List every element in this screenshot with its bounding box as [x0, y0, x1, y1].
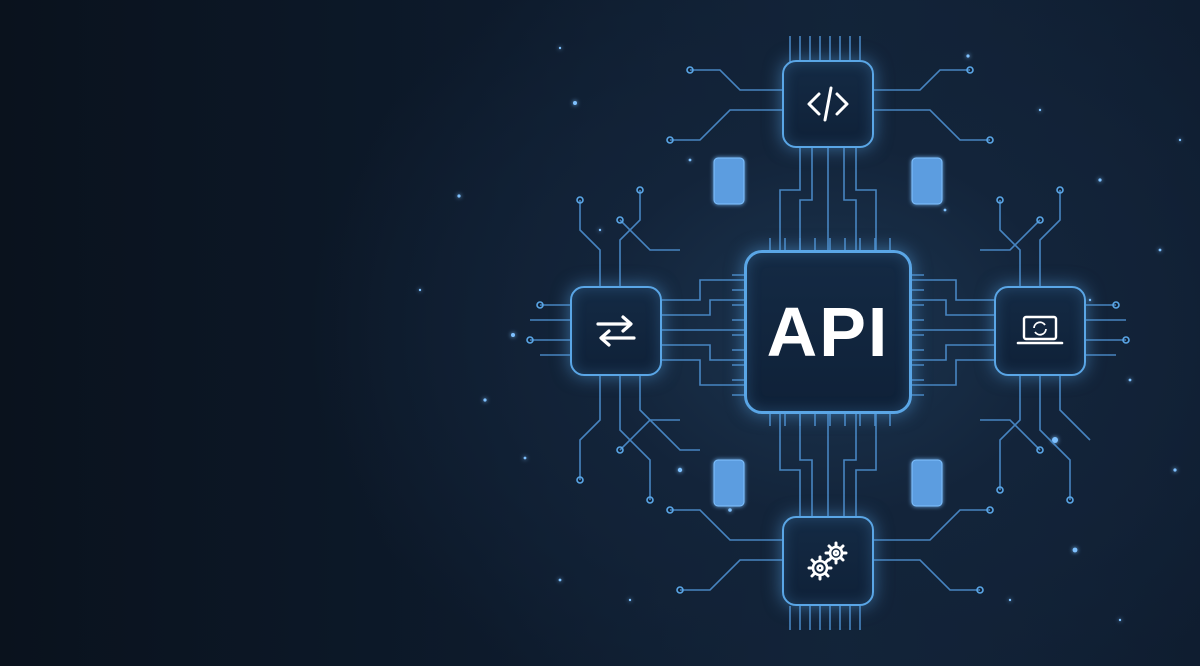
memory-blocks	[713, 157, 943, 507]
gears-chip	[782, 516, 874, 606]
code-chip	[782, 60, 874, 148]
star-particles	[418, 46, 1182, 622]
circuit-traces	[530, 36, 1126, 630]
code-icon	[807, 86, 849, 122]
api-chip: API	[744, 250, 912, 414]
trace-nodes	[526, 66, 1130, 594]
gears-icon	[807, 541, 848, 581]
transfer-chip	[570, 286, 662, 376]
laptop-chip	[994, 286, 1086, 376]
laptop-sync-icon	[1016, 315, 1064, 345]
api-label: API	[766, 293, 890, 371]
transfer-arrows-icon	[596, 315, 636, 347]
